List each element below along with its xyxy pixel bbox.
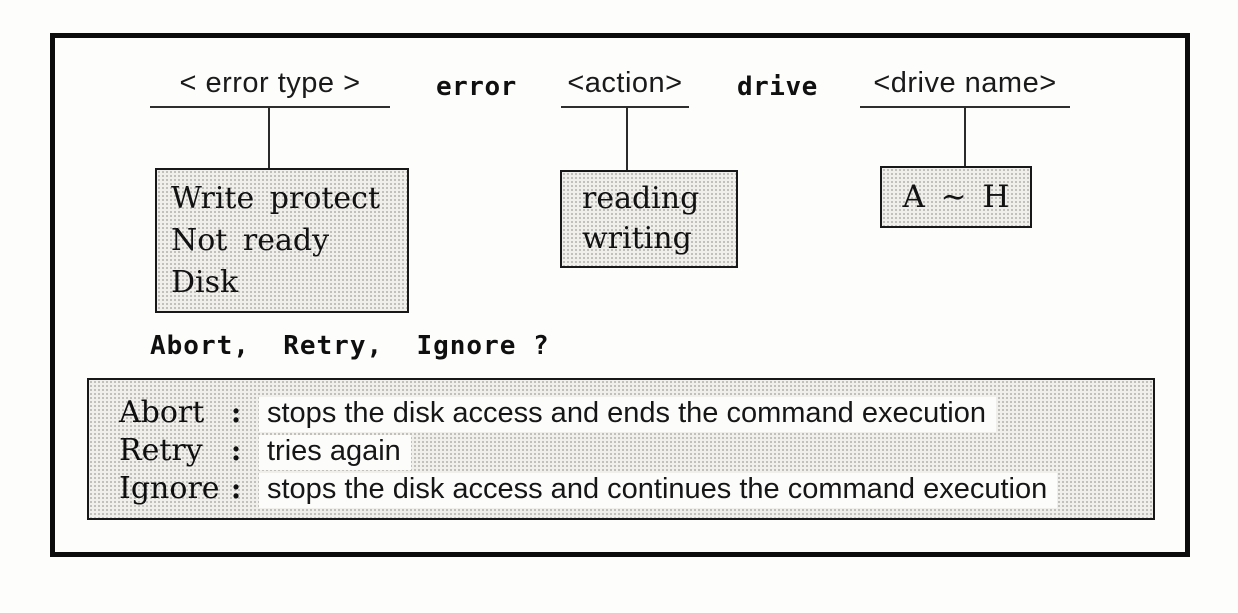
option-row-ignore: Ignore : stops the disk access and conti… bbox=[119, 471, 1153, 509]
error-type-connector-line bbox=[268, 107, 270, 168]
drive-range-value: A ∼ H bbox=[902, 179, 1010, 215]
error-type-tag: < error type > bbox=[150, 66, 390, 108]
options-legend-box: Abort : stops the disk access and ends t… bbox=[87, 378, 1155, 520]
figure-frame bbox=[50, 33, 1190, 557]
option-label: Abort bbox=[119, 395, 205, 430]
action-tag-label: <action> bbox=[567, 67, 683, 99]
drive-word: drive bbox=[737, 72, 818, 102]
option-description: tries again bbox=[259, 435, 411, 470]
error-type-option: Not ready bbox=[171, 223, 330, 258]
drive-name-range-box: A ∼ H bbox=[880, 166, 1032, 228]
error-type-option: Disk bbox=[171, 265, 239, 300]
error-type-tag-label: < error type > bbox=[179, 67, 361, 99]
option-colon: : bbox=[230, 472, 242, 505]
option-row-retry: Retry : tries again bbox=[119, 433, 1153, 471]
error-word: error bbox=[436, 72, 517, 102]
action-values-box: reading writing bbox=[560, 170, 738, 268]
option-description: stops the disk access and ends the comma… bbox=[259, 397, 996, 432]
drive-name-tag-label: <drive name> bbox=[873, 67, 1057, 99]
error-type-option: Write protect bbox=[171, 181, 381, 216]
option-colon: : bbox=[230, 434, 242, 467]
option-label: Retry bbox=[119, 433, 203, 468]
action-tag: <action> bbox=[561, 66, 689, 108]
drive-name-tag: <drive name> bbox=[860, 66, 1070, 108]
action-connector-line bbox=[626, 107, 628, 170]
option-row-abort: Abort : stops the disk access and ends t… bbox=[119, 395, 1153, 433]
option-description: stops the disk access and continues the … bbox=[259, 473, 1058, 508]
abort-retry-ignore-prompt: Abort, Retry, Ignore ? bbox=[150, 331, 550, 361]
action-option: writing bbox=[582, 221, 692, 256]
action-option: reading bbox=[582, 181, 700, 216]
option-colon: : bbox=[230, 396, 242, 429]
drive-name-connector-line bbox=[964, 107, 966, 166]
option-label: Ignore bbox=[119, 471, 220, 506]
error-type-values-box: Write protect Not ready Disk bbox=[155, 168, 409, 313]
